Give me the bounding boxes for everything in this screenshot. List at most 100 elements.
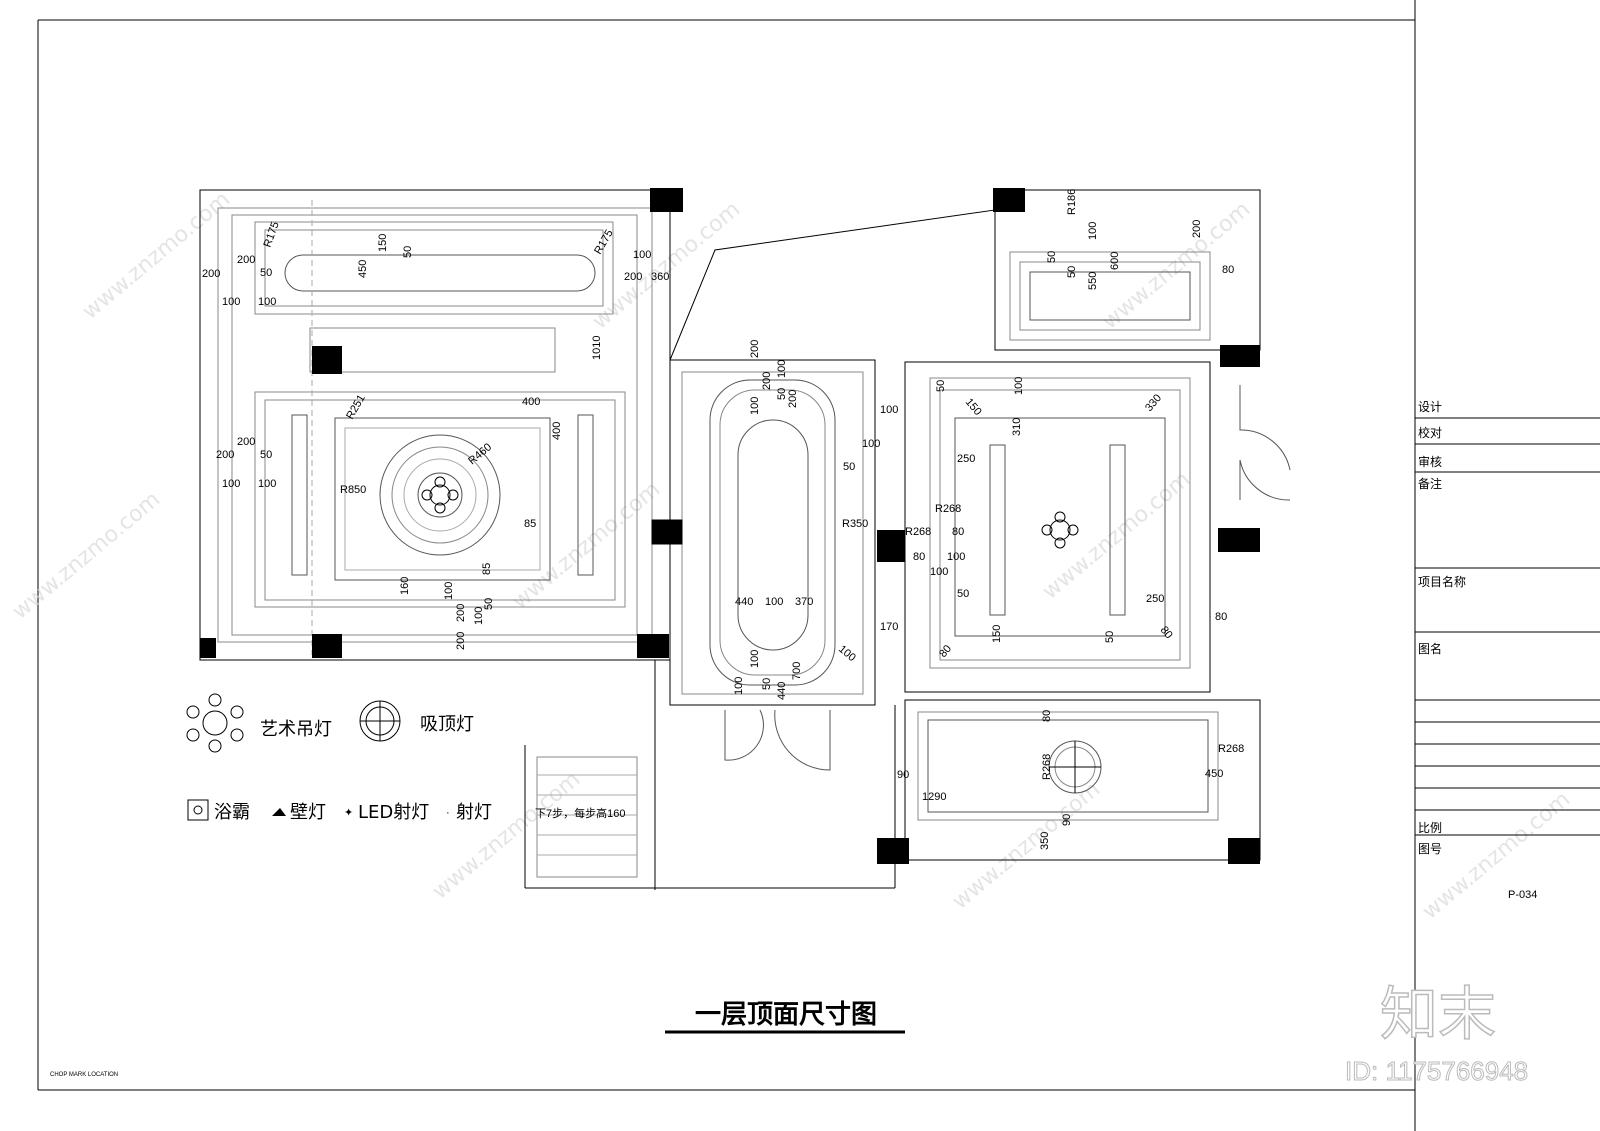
dimension-label: 200 (1191, 220, 1203, 238)
right-bottom-room (904, 699, 1261, 861)
dimension-label: 80 (952, 526, 964, 538)
dimension-label: 50 (1066, 266, 1078, 278)
title-block-sheet-id: P-034 (1508, 889, 1537, 901)
dimension-label: 50 (260, 267, 272, 279)
dimension-label: 1290 (922, 791, 946, 803)
dimension-label: 200 (237, 436, 255, 448)
dimension-label: 370 (795, 596, 813, 608)
legend-label-bath-heater: 浴霸 (214, 802, 250, 823)
dimension-label: 100 (862, 438, 880, 450)
dimension-label: 350 (1039, 832, 1051, 850)
chandelier-icon (1041, 511, 1079, 549)
wall-lamp-legend-icon (272, 808, 286, 816)
dimension-label: 80 (1222, 264, 1234, 276)
dimension-label: 200 (455, 632, 467, 650)
dimension-label: 440 (776, 682, 788, 700)
dimension-label: R268 (935, 503, 961, 515)
dimension-label: 200 (237, 254, 255, 266)
center-room-columns (877, 530, 905, 562)
dimension-label: 100 (222, 296, 240, 308)
dimension-labels: R175 R175 150 50 450 200 50 200 100 100 … (202, 189, 1244, 850)
dimension-label: 90 (1061, 814, 1073, 826)
dimension-label: 50 (935, 380, 947, 392)
dimension-label: 360 (651, 271, 669, 283)
dimension-label: 50 (957, 588, 969, 600)
right-bottom-columns (877, 838, 1260, 864)
dimension-label: 100 (836, 643, 858, 664)
dimension-label: 200 (761, 372, 773, 390)
dimension-label: 50 (776, 388, 788, 400)
dimension-label: 100 (733, 677, 745, 695)
legend-label-ceiling-light: 吸顶灯 (420, 714, 474, 735)
legend: 艺术吊灯 吸顶灯 浴霸 壁灯 ✦ LED射灯 · 射灯 下7步，每步高160 (186, 693, 625, 823)
dimension-label: 50 (483, 598, 495, 610)
center-room (524, 190, 996, 890)
title-block-project-name: 项目名称 (1418, 574, 1466, 589)
watermark-text: www.znzmo.com (78, 187, 235, 325)
title-block-drawing-no: 图号 (1418, 842, 1442, 856)
title-block-remarks: 备注 (1418, 476, 1442, 491)
dimension-label: 90 (897, 769, 909, 781)
watermark-text: www.znzmo.com (1038, 467, 1195, 605)
dimension-label: 100 (258, 296, 276, 308)
dimension-label: 150 (377, 234, 389, 252)
dimension-label: 250 (1146, 593, 1164, 605)
legend-label-wall-lamp: 壁灯 (290, 802, 326, 823)
dimension-label: 50 (843, 461, 855, 473)
dimension-label: 200 (202, 268, 220, 280)
dimension-label: 100 (947, 551, 965, 563)
left-room-columns (200, 188, 683, 658)
dimension-label: 100 (633, 249, 651, 261)
dimension-label: 200 (455, 604, 467, 622)
watermark-text: www.znzmo.com (948, 777, 1105, 915)
chandelier-legend-icon (186, 693, 244, 753)
watermark-text: www.znzmo.com (508, 477, 665, 615)
dimension-label: 100 (776, 360, 788, 378)
left-room (199, 189, 671, 661)
dimension-label: 100 (258, 478, 276, 490)
sheet-border (37, 0, 1416, 1131)
dimension-label: R268 (905, 526, 931, 538)
dimension-label: 100 (1013, 377, 1025, 395)
dimension-label: 100 (765, 596, 783, 608)
led-spot-legend-icon: ✦ (344, 807, 353, 819)
drawing-title: 一层顶面尺寸图 (695, 1000, 877, 1030)
dimension-label: R268 (1041, 754, 1053, 780)
dimension-label: 85 (481, 563, 493, 575)
dimension-label: 330 (1143, 392, 1164, 414)
dimension-label: R186 (1066, 189, 1078, 215)
watermark-id: ID: 1175766948 (1345, 1056, 1528, 1086)
right-top-columns (993, 188, 1260, 367)
dimension-label: 450 (1205, 768, 1223, 780)
dimension-label: 50 (1104, 631, 1116, 643)
dimension-label: R175 (262, 220, 282, 249)
watermark-logo: 知末 (1380, 980, 1496, 1048)
dimension-label: 80 (913, 551, 925, 563)
dimension-label: 200 (624, 271, 642, 283)
dimension-label: 50 (402, 246, 414, 258)
dimension-label: 200 (787, 390, 799, 408)
dimension-label: 310 (1011, 418, 1023, 436)
right-main-room (904, 361, 1291, 693)
legend-label-chandelier: 艺术吊灯 (260, 719, 332, 740)
legend-label-spot: 射灯 (456, 802, 492, 823)
dimension-label: 100 (749, 397, 761, 415)
dimension-label: 100 (473, 607, 485, 625)
dimension-label: 400 (551, 422, 563, 440)
dimension-label: 250 (957, 453, 975, 465)
dimension-label: 170 (880, 621, 898, 633)
dimension-label: 85 (524, 518, 536, 530)
dimension-label: 80 (1158, 624, 1175, 641)
right-top-room (994, 189, 1261, 351)
dimension-label: 700 (791, 662, 803, 680)
dimension-label: 100 (1087, 222, 1099, 240)
dimension-label: R268 (1218, 743, 1244, 755)
chandelier-icon (421, 476, 459, 514)
title-block-drawing-name: 图名 (1418, 641, 1442, 656)
dimension-label: 550 (1087, 272, 1099, 290)
ceiling-light-legend-icon (359, 700, 401, 742)
dimension-label: 50 (761, 678, 773, 690)
dimension-label: 440 (735, 596, 753, 608)
dimension-label: 150 (963, 396, 984, 418)
